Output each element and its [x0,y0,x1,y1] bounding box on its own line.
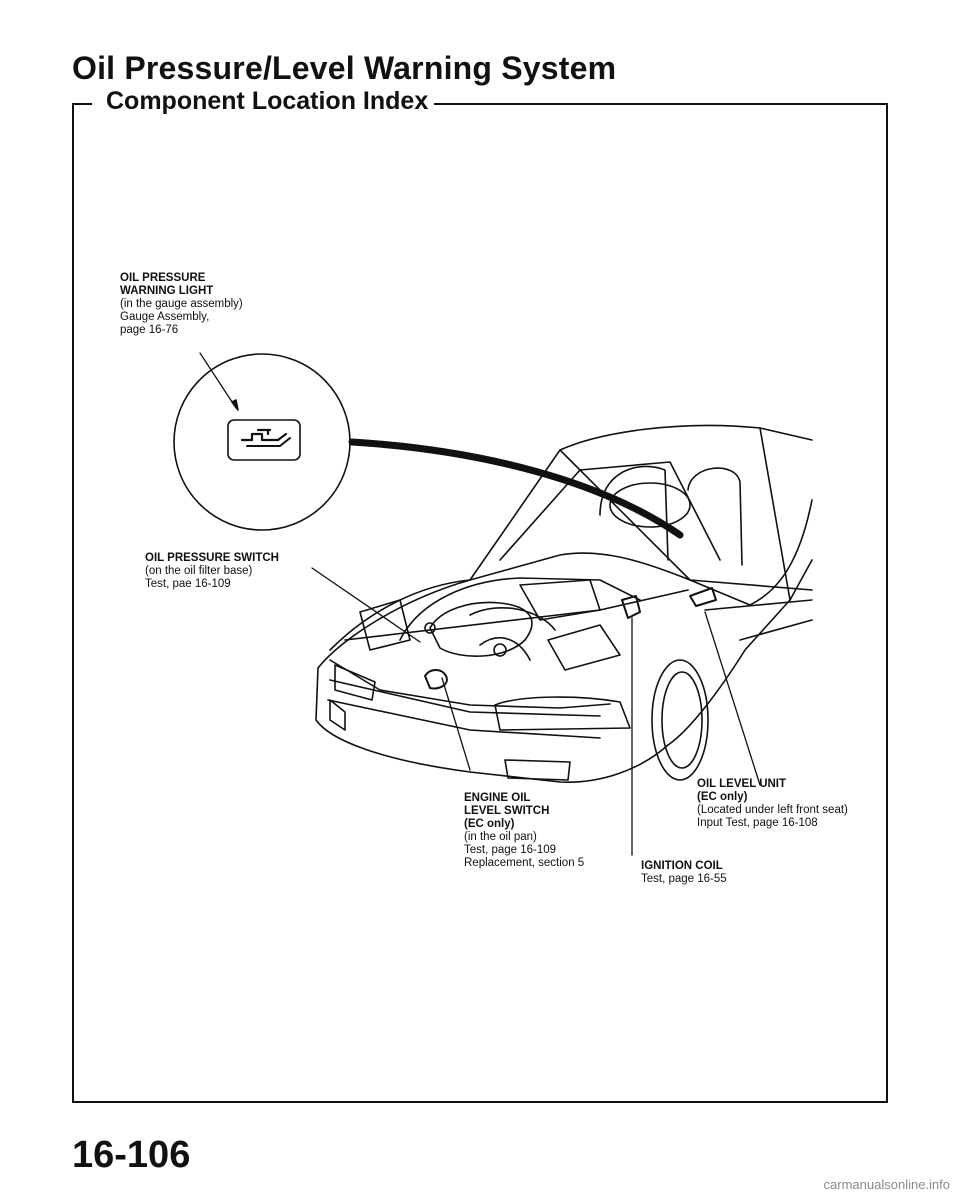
oil-pressure-switch-part [424,669,448,690]
callout-oil-level-unit: OIL LEVEL UNIT (EC only) (Located under … [697,778,848,829]
frame-top-right-rule [378,103,888,105]
page-title: Oil Pressure/Level Warning System [72,50,617,86]
section-title: Component Location Index [100,87,435,116]
callout-engine-oil-level-switch: ENGINE OIL LEVEL SWITCH (EC only) (in th… [464,792,585,869]
warning-light-wire [348,438,684,539]
section-frame [72,103,888,1103]
oil-level-unit-part [689,587,717,607]
page-number: 16-106 [72,1134,191,1176]
warning-light-lamp [227,419,301,461]
callout-ignition-coil: IGNITION COIL Test, page 16-55 [641,860,727,885]
ignition-coil-part [621,595,641,619]
callout-oil-pressure-switch: OIL PRESSURE SWITCH (on the oil filter b… [145,552,279,590]
oil-can-icon [240,428,288,442]
headlight [494,696,631,731]
watermark: carmanualsonline.info [823,1177,950,1192]
frame-top-left-rule [72,103,92,105]
warning-light-magnifier [173,353,351,531]
callout-oil-pressure-warning-light: OIL PRESSURE WARNING LIGHT (in the gauge… [120,272,243,336]
